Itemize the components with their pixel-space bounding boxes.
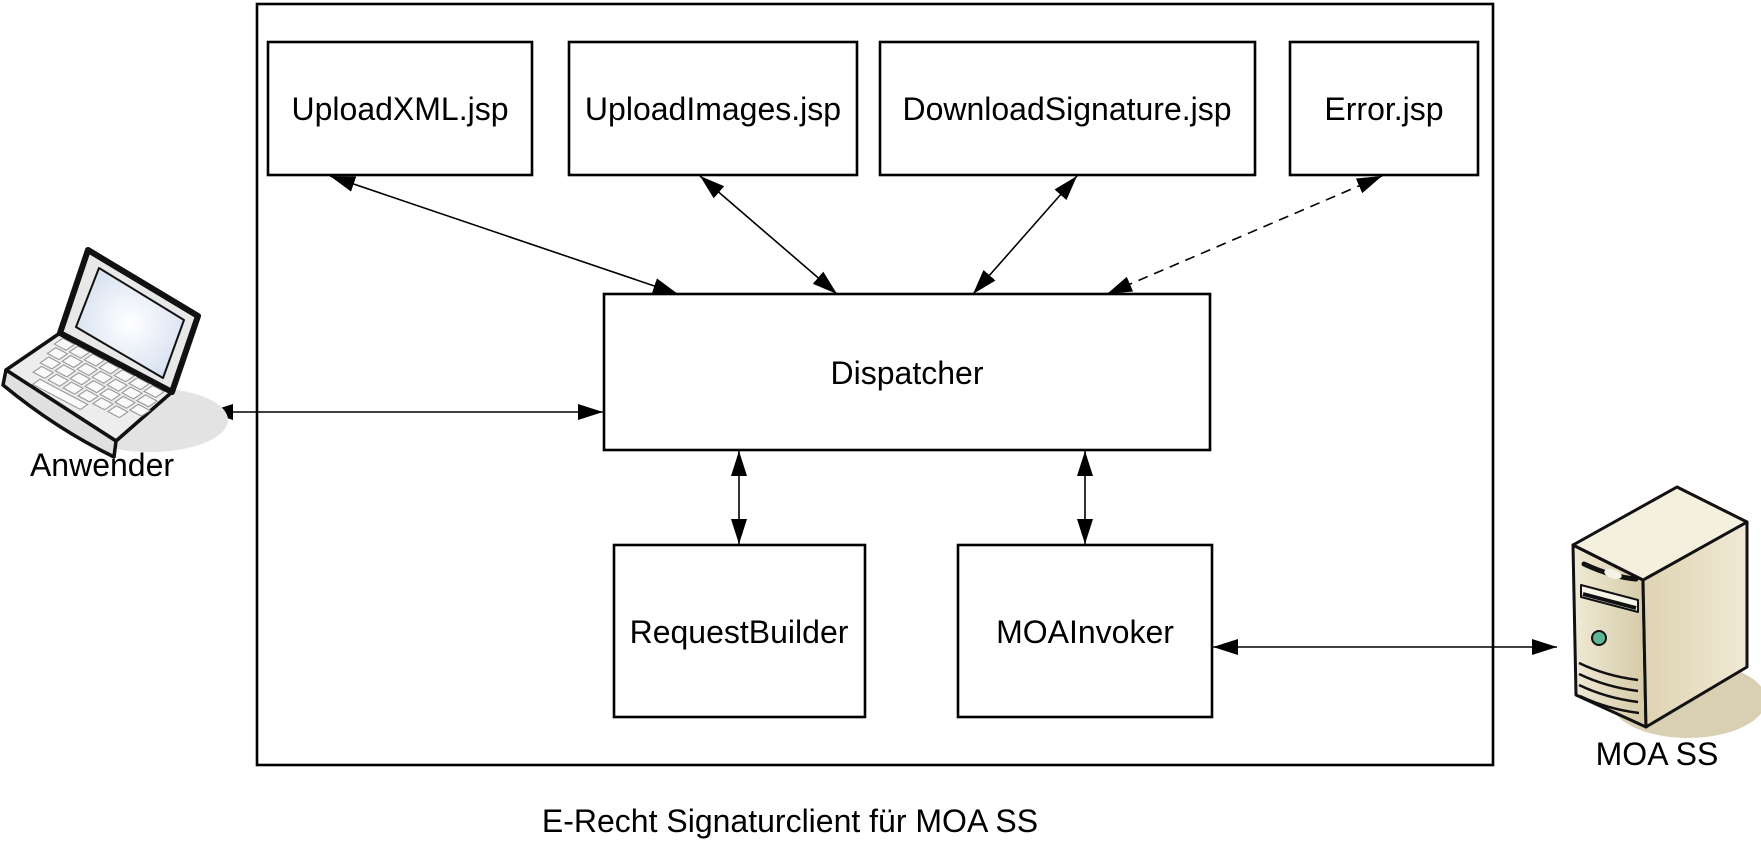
error-box: [1288, 40, 1480, 177]
upload-images-label: UploadImages.jsp: [585, 91, 841, 127]
download-signature-box: [878, 40, 1257, 177]
moa-invoker-box: [956, 543, 1214, 719]
node-error: Error.jsp: [1288, 40, 1480, 177]
dispatcher-label: Dispatcher: [831, 355, 984, 391]
diagram-caption: E-Recht Signaturclient für MOA SS: [542, 803, 1038, 839]
laptop-base-edge: [1, 368, 118, 459]
node-upload-images: UploadImages.jsp: [567, 40, 859, 177]
server-floppy-opening: [1582, 592, 1637, 610]
server-top-face: [1571, 485, 1749, 582]
node-download-signature: DownloadSignature.jsp: [878, 40, 1257, 177]
server-eject-button: [1604, 568, 1622, 580]
server-vent-2: [1578, 672, 1639, 693]
edge-downloadsignature-dispatcher: [972, 175, 1078, 295]
error-label: Error.jsp: [1324, 91, 1443, 127]
server-vent-3: [1578, 683, 1639, 704]
keyboard-keys: [12, 338, 172, 430]
edge-uploadxml-dispatcher: [329, 175, 679, 295]
moa-invoker-label: MOAInvoker: [996, 614, 1174, 650]
upload-xml-label: UploadXML.jsp: [292, 91, 509, 127]
server-vent-4: [1579, 694, 1640, 715]
upload-xml-box: [266, 40, 534, 177]
node-upload-xml: UploadXML.jsp: [266, 40, 534, 177]
edge-uploadimages-dispatcher: [699, 175, 838, 295]
system-boundary-box: [255, 2, 1495, 767]
laptop-screen: [75, 267, 185, 379]
edge-error-dispatcher-dashed: [1106, 175, 1383, 295]
node-moa-invoker: MOAInvoker: [956, 543, 1214, 719]
download-signature-label: DownloadSignature.jsp: [902, 91, 1231, 127]
upload-images-box: [567, 40, 859, 177]
request-builder-label: RequestBuilder: [630, 614, 849, 650]
laptop-icon: [1, 247, 228, 459]
server-vent-1: [1578, 661, 1639, 682]
dispatcher-box: [602, 292, 1212, 452]
server-label: MOA SS: [1596, 736, 1719, 772]
user-label: Anwender: [30, 447, 174, 483]
server-icon: [1571, 485, 1761, 738]
server-led: [1591, 630, 1607, 646]
request-builder-box: [612, 543, 867, 719]
node-dispatcher: Dispatcher: [602, 292, 1212, 452]
node-request-builder: RequestBuilder: [612, 543, 867, 719]
